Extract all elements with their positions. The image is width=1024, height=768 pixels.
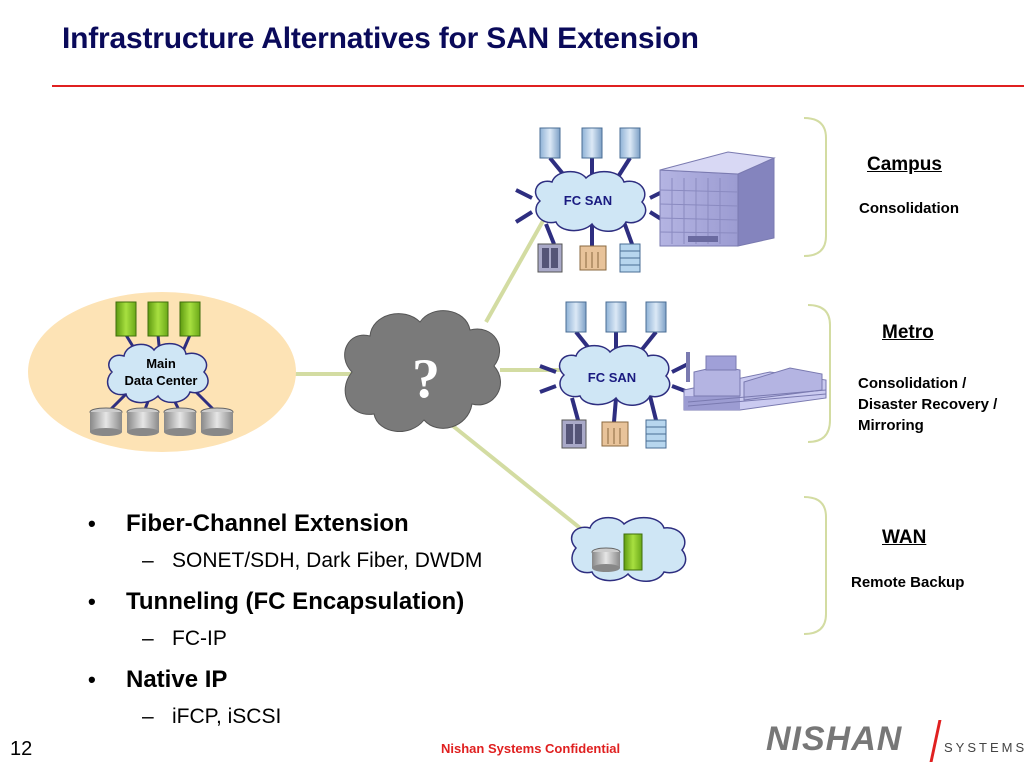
metro-description: Consolidation / Disaster Recovery / Mirr…: [858, 373, 997, 436]
slide-title: Infrastructure Alternatives for SAN Exte…: [62, 22, 699, 55]
metro-description-line: Consolidation /: [858, 375, 967, 392]
metro-description-line: Mirroring: [858, 417, 924, 434]
disk-icon: [89, 407, 234, 436]
logo-wordmark: NISHAN: [766, 720, 903, 758]
bullet-dash: –: [142, 705, 154, 728]
server-icon: [115, 301, 201, 337]
bullet-dash: –: [142, 549, 154, 572]
campus-description: Consolidation: [859, 200, 959, 217]
bullet-dot: •: [88, 667, 96, 692]
server-icon: [539, 127, 641, 159]
metro-heading: Metro: [882, 322, 934, 343]
disk-icon: [591, 547, 621, 572]
campus-heading: Campus: [867, 154, 942, 175]
bullet-text: Fiber-Channel Extension: [126, 510, 409, 537]
logo-subtext: SYSTEMS: [944, 740, 1024, 755]
sub-bullet-item: –SONET/SDH, Dark Fiber, DWDM: [88, 549, 568, 588]
title-divider: [52, 85, 1024, 87]
main-data-center: Main Data Center: [28, 292, 296, 452]
confidential-notice: Nishan Systems Confidential: [441, 741, 621, 756]
sub-bullet-text: SONET/SDH, Dark Fiber, DWDM: [172, 549, 483, 572]
wan-remote-site: [570, 516, 687, 582]
bullet-text: Native IP: [126, 666, 228, 693]
disk-stack-icon: [619, 243, 641, 273]
datacenter-label-line2: Data Center: [125, 373, 198, 388]
unknown-network-symbol: ?: [412, 348, 440, 410]
bullet-item: • Native IP: [88, 666, 568, 705]
bullet-dash: –: [142, 627, 154, 650]
wan-description: Remote Backup: [851, 574, 965, 591]
storage-device-icon: [537, 243, 563, 273]
fc-san-cloud: [558, 344, 671, 406]
metro-san-cluster: FC SAN: [539, 301, 689, 449]
bullet-item: • Tunneling (FC Encapsulation): [88, 588, 568, 627]
sub-bullet-item: –FC-IP: [88, 627, 568, 666]
bullet-dot: •: [88, 511, 96, 536]
sub-bullet-item: –iFCP, iSCSI: [88, 705, 568, 744]
fc-san-label: FC SAN: [588, 370, 636, 385]
fc-san-label: FC SAN: [564, 193, 612, 208]
company-logo: NISHAN SYSTEMS: [766, 716, 1024, 766]
san-diagram: Main Data Center ? FC SAN: [28, 117, 831, 635]
sub-bullet-text: FC-IP: [172, 627, 227, 650]
tape-library-icon: [579, 245, 607, 271]
industrial-building-icon: [683, 352, 827, 411]
link-to-wan: [446, 420, 592, 538]
wan-heading: WAN: [882, 527, 927, 548]
server-icon: [565, 301, 667, 333]
bullet-item: • Fiber-Channel Extension: [88, 510, 568, 549]
logo-divider: [929, 720, 942, 762]
bullet-list: •Fiber-Channel Extension –SONET/SDH, Dar…: [88, 510, 568, 744]
office-building-icon: [659, 151, 776, 247]
campus-brace: [803, 117, 827, 257]
wan-brace: [803, 496, 827, 635]
campus-san-cluster: FC SAN: [514, 127, 668, 273]
server-icon: [623, 533, 643, 571]
network-cloud: ?: [344, 310, 501, 432]
disk-stack-icon: [645, 419, 667, 449]
metro-description-line: Disaster Recovery /: [858, 396, 998, 413]
group-braces: [803, 117, 831, 635]
link-to-campus: [484, 211, 550, 323]
datacenter-label-line1: Main: [146, 356, 176, 371]
bullet-dot: •: [88, 589, 96, 614]
storage-device-icon: [561, 419, 587, 449]
bullet-text: Tunneling (FC Encapsulation): [126, 588, 465, 615]
fc-san-cloud: [534, 170, 647, 232]
metro-brace: [807, 304, 831, 443]
slide-number: 12: [10, 738, 33, 760]
sub-bullet-text: iFCP, iSCSI: [172, 705, 282, 728]
datacenter-cloud: [106, 342, 209, 404]
tape-library-icon: [601, 421, 629, 447]
